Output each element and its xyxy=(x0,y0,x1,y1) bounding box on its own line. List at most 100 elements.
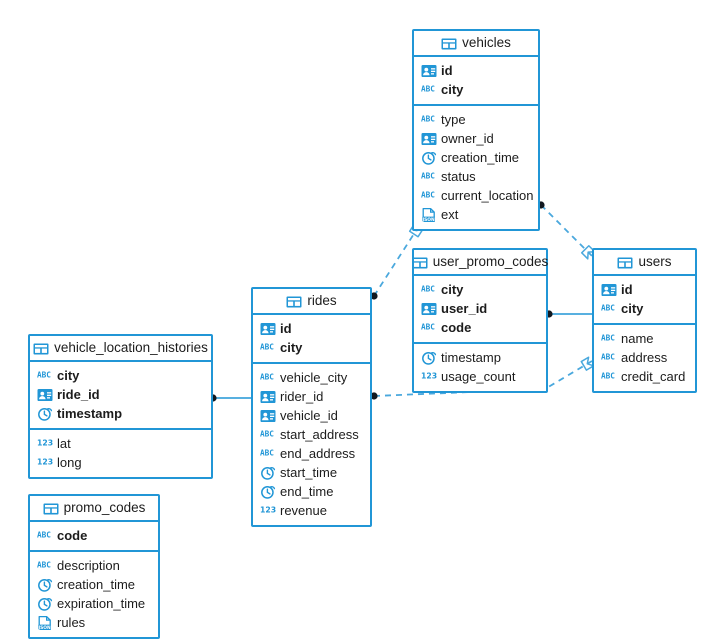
table-header-users[interactable]: users xyxy=(594,250,695,276)
column-row-vehicle_id[interactable]: vehicle_id xyxy=(253,406,370,425)
table-grid-icon xyxy=(441,36,457,51)
table-header-promo_codes[interactable]: promo_codes xyxy=(30,496,158,522)
column-row-description[interactable]: ABC description xyxy=(30,556,158,575)
column-name: status xyxy=(441,169,476,184)
column-name: expiration_time xyxy=(57,596,146,611)
json-file-icon: JSON xyxy=(421,207,436,223)
column-row-start_time[interactable]: start_time xyxy=(253,463,370,482)
svg-text:ABC: ABC xyxy=(421,323,435,332)
abc-text-icon: ABC xyxy=(260,370,275,385)
table-header-user_promo_codes[interactable]: user_promo_codes xyxy=(412,250,549,276)
column-name: id xyxy=(441,63,453,78)
column-name: end_time xyxy=(280,484,334,499)
primary-key-row-code[interactable]: ABC code xyxy=(414,318,546,337)
table-title: user_promo_codes xyxy=(432,254,549,270)
key-id-card-icon xyxy=(421,63,437,78)
column-row-end_time[interactable]: end_time xyxy=(253,482,370,501)
svg-text:ABC: ABC xyxy=(601,334,615,343)
column-row-rules[interactable]: JSON rules xyxy=(30,613,158,632)
primary-key-row-user_id[interactable]: user_id xyxy=(414,299,546,318)
table-header-rides[interactable]: rides xyxy=(253,289,370,315)
svg-text:ABC: ABC xyxy=(421,115,435,124)
column-name: address xyxy=(621,350,668,365)
column-name: start_time xyxy=(280,465,338,480)
column-name: description xyxy=(57,558,120,573)
column-name: usage_count xyxy=(441,369,516,384)
abc-text-icon: ABC xyxy=(37,558,52,573)
abc-text-icon: ABC xyxy=(601,301,616,316)
key-id-card-icon xyxy=(421,131,437,146)
svg-text:ABC: ABC xyxy=(37,561,51,570)
column-name: revenue xyxy=(280,503,327,518)
column-name: city xyxy=(280,340,303,355)
column-row-usage_count[interactable]: 123 usage_count xyxy=(414,367,546,386)
column-row-creation_time[interactable]: creation_time xyxy=(414,148,538,167)
table-header-vehicles[interactable]: vehicles xyxy=(414,31,538,57)
svg-text:ABC: ABC xyxy=(421,285,435,294)
table-header-vehicle_location_histories[interactable]: vehicle_location_histories xyxy=(30,336,211,362)
column-row-address[interactable]: ABC address xyxy=(594,348,695,367)
clock-icon xyxy=(260,484,276,499)
column-row-creation_time[interactable]: creation_time xyxy=(30,575,158,594)
primary-key-row-timestamp[interactable]: timestamp xyxy=(30,404,211,423)
number-123-icon: 123 xyxy=(260,503,276,518)
abc-text-icon: ABC xyxy=(601,369,616,384)
clock-icon xyxy=(37,406,53,421)
svg-text:ABC: ABC xyxy=(601,353,615,362)
svg-text:123: 123 xyxy=(421,372,437,381)
column-name: lat xyxy=(57,436,71,451)
primary-key-row-ride_id[interactable]: ride_id xyxy=(30,385,211,404)
json-file-icon: JSON xyxy=(37,615,52,631)
primary-key-row-id[interactable]: id xyxy=(414,61,538,80)
column-name: timestamp xyxy=(441,350,501,365)
column-name: city xyxy=(441,282,464,297)
primary-key-row-id[interactable]: id xyxy=(594,280,695,299)
column-row-revenue[interactable]: 123 revenue xyxy=(253,501,370,520)
clock-icon xyxy=(37,577,53,592)
table-grid-icon xyxy=(43,501,59,516)
column-name: rules xyxy=(57,615,86,630)
svg-text:ABC: ABC xyxy=(37,371,51,380)
column-row-rider_id[interactable]: rider_id xyxy=(253,387,370,406)
column-row-expiration_time[interactable]: expiration_time xyxy=(30,594,158,613)
number-123-icon: 123 xyxy=(421,369,437,384)
primary-key-row-city[interactable]: ABC city xyxy=(414,280,546,299)
column-name: city xyxy=(441,82,464,97)
svg-text:123: 123 xyxy=(37,458,53,467)
abc-text-icon: ABC xyxy=(260,446,275,461)
key-id-card-icon xyxy=(421,301,437,316)
column-row-timestamp[interactable]: timestamp xyxy=(414,348,546,367)
column-name: creation_time xyxy=(441,150,520,165)
column-row-owner_id[interactable]: owner_id xyxy=(414,129,538,148)
column-name: code xyxy=(441,320,472,335)
primary-key-row-id[interactable]: id xyxy=(253,319,370,338)
